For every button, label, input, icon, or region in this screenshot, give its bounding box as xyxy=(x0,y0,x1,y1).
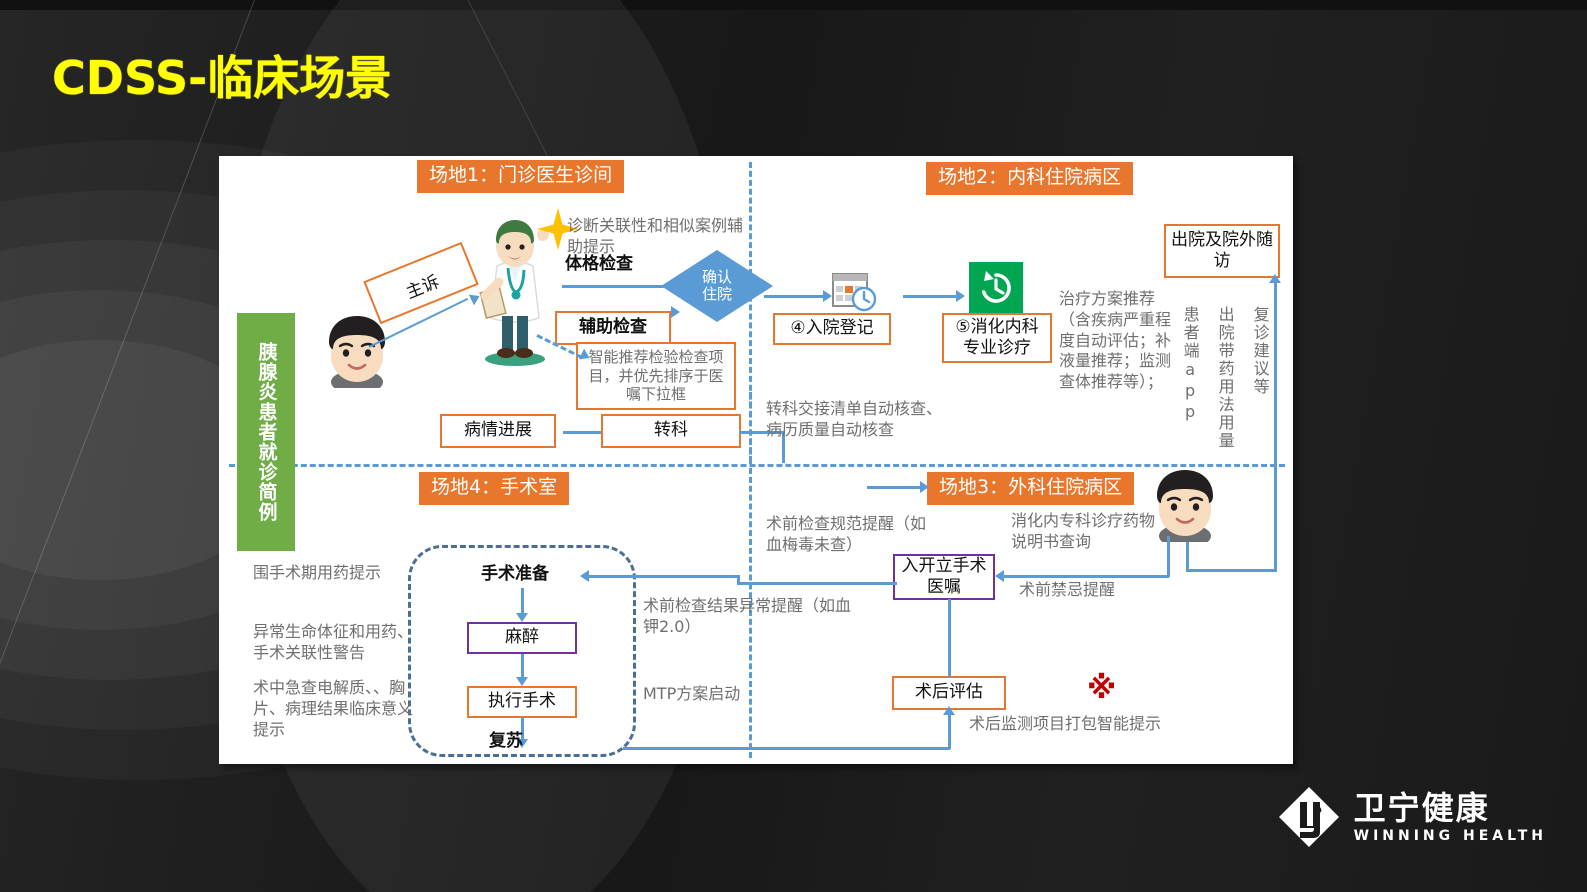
arrow-patient-to-order-horizontal xyxy=(1004,575,1169,578)
gi-department-box: ⑤消化内科 专业诊疗 xyxy=(942,313,1052,363)
transfer-dept-box: 转科 xyxy=(601,414,741,448)
logo-english-name: WINNING HEALTH xyxy=(1353,827,1547,844)
transfer-path-horizontal xyxy=(739,431,785,434)
arrow-to-scene3 xyxy=(867,486,923,489)
vertical-divider-mid xyxy=(749,392,752,464)
arrow-into-surgery-prep-riser xyxy=(737,575,740,583)
discharge-followup-box: 出院及院外随访 xyxy=(1164,224,1280,278)
transfer-path-vertical xyxy=(782,431,785,463)
logo-chinese-name: 卫宁健康 xyxy=(1353,788,1490,827)
diagram-panel: 场地1：门诊医生诊间 场地2：内科住院病区 场地4：手术室 场地3：外科住院病区… xyxy=(219,156,1293,764)
arrow-patient-to-order-vertical xyxy=(1167,536,1170,577)
order-to-postop-vertical xyxy=(948,599,951,677)
admission-register-box: ④入院登记 xyxy=(773,313,891,345)
preop-abnormal-result-note: 术前检查结果异常提醒（如血钾2.0） xyxy=(643,596,852,636)
right-return-line-from-patient xyxy=(1186,528,1189,572)
auxiliary-exam-note-text: 智能推荐检验检查项目，并优先排序于医嘱下拉框 xyxy=(588,347,724,404)
arrow-into-surgery-prep xyxy=(589,575,739,578)
arrow-exam-2-tip xyxy=(671,306,680,318)
arrow-to-register xyxy=(764,295,826,298)
transfer-check-note: 转科交接清单自动核查、病历质量自动核查 xyxy=(766,399,943,439)
arrow-prep-to-anesthesia-tip xyxy=(516,613,528,622)
surgery-prep-label: 手术准备 xyxy=(481,564,549,584)
doctor-avatar xyxy=(469,216,561,366)
arrow-to-register-tip xyxy=(823,290,832,302)
intraoperative-labs-note: 术中急查电解质、、胸片、病理结果临床意义提示 xyxy=(253,678,414,739)
arrow-prep-to-anesthesia xyxy=(521,588,524,616)
sparkle-icon xyxy=(535,206,581,259)
arrow-register-to-gi-tip xyxy=(956,290,965,302)
case-summary-label: 胰腺炎患者就诊简例 xyxy=(237,313,295,551)
postop-eval-feed-tip xyxy=(943,706,955,715)
abnormal-vitals-note: 异常生命体征和用药、手术关联性警告 xyxy=(253,622,414,662)
patient-app-note: 患者端app xyxy=(1180,306,1200,423)
confirm-admission-line2: 住院 xyxy=(701,285,732,303)
arrow-progress-to-transfer xyxy=(563,431,611,434)
asterisk-marker: ※ xyxy=(1087,671,1117,706)
arrow-register-to-gi xyxy=(903,295,959,298)
patient-avatar-outpatient xyxy=(321,312,393,394)
arrow-patient-to-order-tip xyxy=(995,570,1004,582)
confirm-admission-line1: 确认 xyxy=(701,267,732,286)
arrow-to-scene3-tip xyxy=(920,481,929,493)
preop-standard-note: 术前检查规范提醒（如血梅毒未查） xyxy=(766,514,927,554)
diagnosis-hint-note: 诊断关联性和相似案例辅助提示 xyxy=(567,216,744,256)
confirm-admission-diamond: 确认 住院 xyxy=(661,250,773,322)
auxiliary-exam-box: 辅助检查 xyxy=(555,311,671,345)
right-return-line-horizontal xyxy=(1186,569,1277,572)
arrow-operation-to-recovery xyxy=(521,718,524,742)
scene-header-1: 场地1：门诊医生诊间 xyxy=(417,160,625,193)
mtp-plan-note: MTP方案启动 xyxy=(643,684,741,703)
discharge-meds-note: 出院带药用法用量 xyxy=(1215,306,1235,450)
drug-instruction-query-note: 消化内专科诊疗药物说明书查询 xyxy=(1011,511,1156,551)
recovery-label: 复苏 xyxy=(489,731,523,751)
gi-department-line1: ⑤消化内科 xyxy=(955,316,1039,337)
company-logo: 卫宁健康 WINNING HEALTH xyxy=(1278,786,1547,848)
recovery-to-postop-horizontal xyxy=(623,747,950,750)
auxiliary-exam-note-box: 智能推荐检验检查项目，并优先排序于医嘱下拉框 xyxy=(576,342,736,410)
arrow-operation-to-recovery-tip xyxy=(516,739,528,748)
perioperative-medication-note: 围手术期用药提示 xyxy=(253,563,382,582)
arrow-anesthesia-to-operation xyxy=(521,654,524,680)
horizontal-divider xyxy=(229,464,1285,467)
scene-header-3: 场地3：外科住院病区 xyxy=(927,472,1135,505)
anesthesia-box: 麻醉 xyxy=(467,622,577,654)
treatment-plan-note: 治疗方案推荐（含疾病严重程度自动评估；补液量推荐；监测查体推荐等）； xyxy=(1059,289,1172,392)
postop-eval-feed-vertical xyxy=(948,709,951,749)
right-return-line-tip xyxy=(1269,274,1281,283)
calendar-icon xyxy=(831,268,877,312)
gi-department-line2: 专业诊疗 xyxy=(963,338,1031,358)
chief-complaint-label: 主诉 xyxy=(403,271,443,304)
followup-advice-note: 复诊建议等 xyxy=(1250,306,1270,396)
surgical-order-box: 入开立手术医嘱 xyxy=(893,554,995,600)
chief-complaint-box: 主诉 xyxy=(363,241,479,325)
perform-operation-box: 执行手术 xyxy=(467,686,577,718)
arrow-into-surgery-prep-tip xyxy=(580,570,589,582)
vertical-divider-bottom xyxy=(749,468,752,758)
arrow-into-surgery-prep-feeder xyxy=(737,582,897,585)
physical-exam-label: 体格检查 xyxy=(565,254,633,274)
patient-avatar-surgery xyxy=(1149,466,1221,548)
top-edge-strip xyxy=(0,0,1587,10)
postop-package-note: 术后监测项目打包智能提示 xyxy=(969,714,1162,733)
scene-header-2: 场地2：内科住院病区 xyxy=(926,162,1134,195)
logo-mark-icon xyxy=(1278,786,1340,848)
arrow-anesthesia-to-operation-tip xyxy=(516,677,528,686)
surgery-group-outline xyxy=(408,545,636,757)
preop-contraindication-note: 术前禁忌提醒 xyxy=(1019,580,1116,599)
vertical-divider-top xyxy=(749,162,752,462)
admission-register-label: ④入院登记 xyxy=(790,318,874,339)
scene-header-4: 场地4：手术室 xyxy=(419,472,570,505)
history-clock-icon xyxy=(969,262,1023,314)
postop-evaluation-box: 术后评估 xyxy=(892,676,1006,710)
slide-title: CDSS-临床场景 xyxy=(52,51,392,105)
right-return-line-vertical xyxy=(1274,281,1277,571)
arrow-exam-1 xyxy=(562,285,674,288)
disease-progress-box: 病情进展 xyxy=(440,414,556,448)
